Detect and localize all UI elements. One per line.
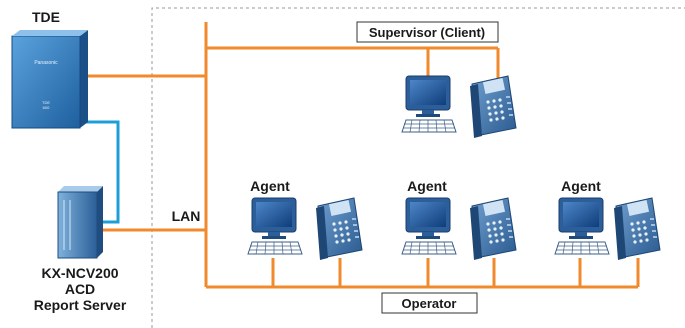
agent-3-pc-icon xyxy=(554,197,610,255)
agent-2-phone-icon xyxy=(469,197,517,261)
supervisor-label: Supervisor (Client) xyxy=(369,25,485,40)
agent-label-2: Agent xyxy=(407,178,447,194)
agent-label-1: Agent xyxy=(250,178,290,194)
supervisor-pc-icon xyxy=(401,75,457,133)
operator-label-box xyxy=(381,292,478,314)
server-label-line3: Report Server xyxy=(34,297,127,313)
pbx-brand-text: Panasonic xyxy=(34,60,58,66)
lan-boundary xyxy=(151,7,685,328)
supervisor-phone-icon xyxy=(469,75,517,139)
lan-label: LAN xyxy=(172,208,201,224)
supervisor-label-box xyxy=(356,21,499,43)
agent-label-3: Agent xyxy=(561,178,601,194)
report-server-unit xyxy=(57,186,103,259)
agent-2-pc-icon xyxy=(401,197,457,255)
agent-1-phone-icon xyxy=(315,197,363,261)
pbx-model-text-2: 600 xyxy=(43,105,50,110)
tde-label: TDE xyxy=(32,9,60,25)
server-label-line1: KX-NCV200 xyxy=(41,265,118,281)
pbx-model-text-1: TDE xyxy=(42,100,50,105)
lan-lines xyxy=(88,22,640,289)
tde-pbx-unit: Panasonic TDE 600 xyxy=(11,30,88,129)
operator-label: Operator xyxy=(402,296,457,311)
pbx-server-cable xyxy=(60,120,120,224)
agent-3-phone-icon xyxy=(613,197,661,261)
server-label-line2: ACD xyxy=(65,281,95,297)
agent-1-pc-icon xyxy=(247,197,303,255)
